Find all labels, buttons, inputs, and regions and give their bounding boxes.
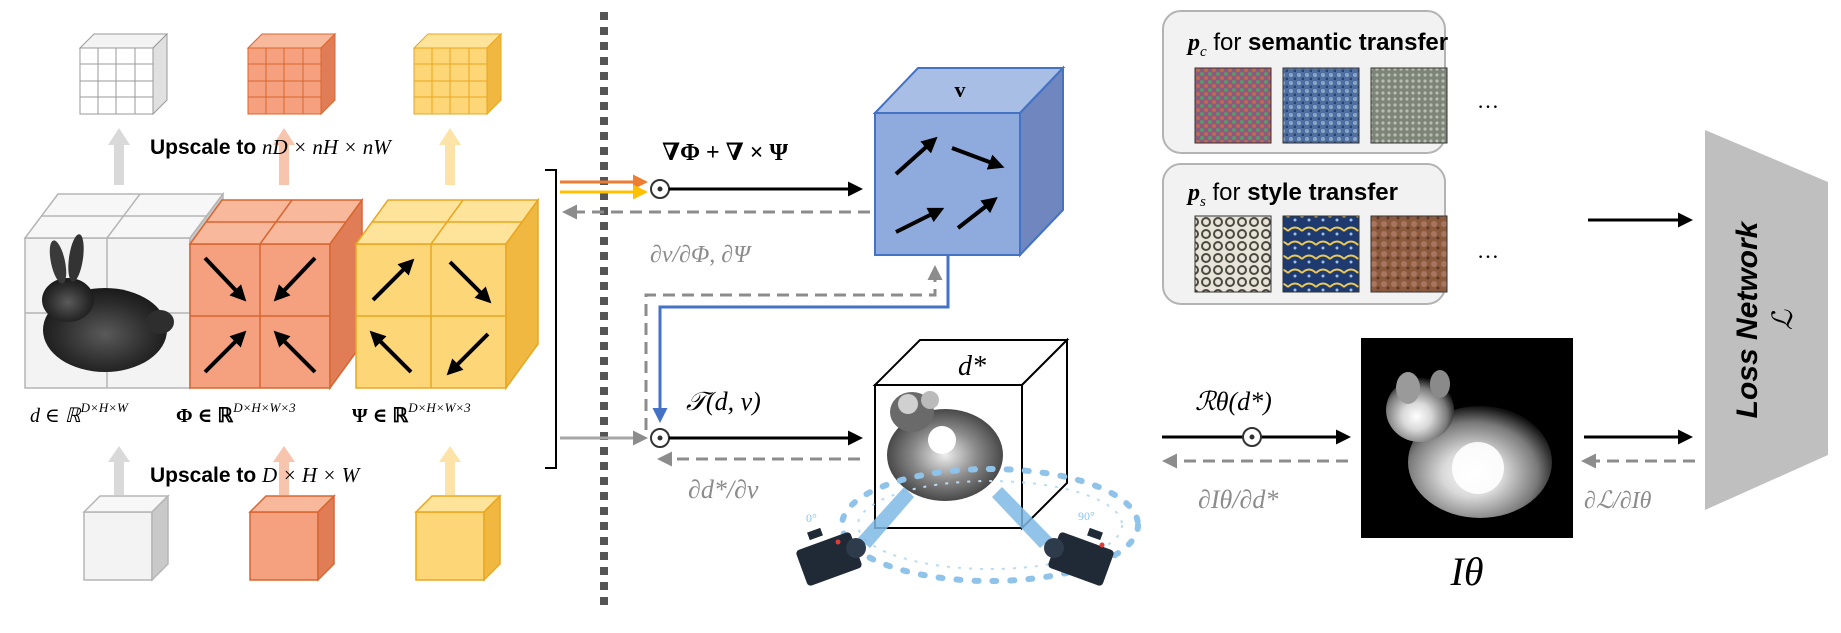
rendered-image-label: Iθ xyxy=(1450,549,1484,594)
lowres-psi-cube xyxy=(414,494,502,582)
phi-psi-input-arrows xyxy=(560,174,648,200)
transport-gradient-feedback xyxy=(644,265,943,430)
semantic-target-image-1 xyxy=(1194,67,1272,144)
style-target-image-3 xyxy=(1370,215,1448,293)
highres-density-grid-cube xyxy=(78,32,169,116)
velocity-to-transport-arrow xyxy=(652,255,950,423)
velocity-label: v xyxy=(955,77,966,102)
highres-psi-grid-cube xyxy=(412,32,503,116)
camera-beam-right xyxy=(992,487,1052,548)
rendered-image xyxy=(1361,338,1573,538)
loss-network-title: Loss Network xyxy=(1731,220,1764,418)
style-transfer-panel: ps for style transfer … xyxy=(1162,163,1499,305)
semantic-target-image-3 xyxy=(1370,67,1448,144)
camera-right-icon xyxy=(1044,527,1114,586)
psi-potential-cube xyxy=(354,197,540,391)
phi-sink-arrows xyxy=(203,256,317,374)
style-target-image-1 xyxy=(1194,215,1272,293)
advected-density-label: d* xyxy=(958,351,986,382)
camera-left-icon xyxy=(796,527,866,586)
transport-gradient-label: ∂d*/∂v xyxy=(688,475,759,504)
camera-orbit-dots xyxy=(839,466,1141,584)
velocity-field-cube: v xyxy=(872,65,1066,258)
input-bracket xyxy=(545,169,557,469)
loss-gradient-label: ∂ℒ/∂Iθ xyxy=(1584,488,1652,514)
upscale-arrows-top xyxy=(108,128,461,185)
advected-density-cube: d* xyxy=(872,337,1070,531)
upscale-bottom-label: Upscale to D × H × W xyxy=(150,463,362,487)
loss-network: Loss Network ℒ xyxy=(1705,130,1828,510)
psi-curl-arrows xyxy=(369,258,492,376)
transport-equation: 𝒯(d, v) xyxy=(686,387,761,416)
style-transfer-title: ps for style transfer xyxy=(1186,179,1398,210)
density-label: d ∈ ℝD×H×W xyxy=(30,400,129,427)
camera-angle-left: 0° xyxy=(806,511,817,525)
style-target-image-2 xyxy=(1282,215,1360,293)
phi-label: Φ ∈ ℝD×H×W×3 xyxy=(176,400,296,427)
bunny-density-image xyxy=(42,234,174,372)
camera-angle-right: 90° xyxy=(1078,509,1095,523)
render-equation: ℛθ(d*) xyxy=(1195,387,1272,416)
upscale-arrows-bottom xyxy=(108,446,461,495)
semantic-target-image-2 xyxy=(1282,67,1360,144)
camera-beam-left xyxy=(858,487,914,548)
curl-equation: ∇Φ + ∇ × Ψ xyxy=(662,140,788,166)
psi-label: Ψ ∈ ℝD×H×W×3 xyxy=(352,400,471,427)
phi-potential-cube xyxy=(188,197,364,391)
lowres-phi-cube xyxy=(248,494,336,582)
lowres-density-cube xyxy=(82,494,170,582)
render-gradient-label: ∂Iθ/∂d* xyxy=(1198,485,1278,514)
semantic-transfer-panel: pc for semantic transfer … xyxy=(1162,10,1499,154)
style-more-indicator: … xyxy=(1477,238,1499,263)
upscale-top-label: Upscale to nD × nH × nW xyxy=(150,135,393,159)
velocity-arrows xyxy=(894,136,1005,234)
semantic-transfer-title: pc for semantic transfer xyxy=(1186,29,1448,60)
semantic-more-indicator: … xyxy=(1477,88,1499,113)
loss-symbol: ℒ xyxy=(1768,309,1799,330)
velocity-gradient-label: ∂v/∂Φ, ∂Ψ xyxy=(650,242,752,268)
highres-phi-grid-cube xyxy=(246,32,337,116)
